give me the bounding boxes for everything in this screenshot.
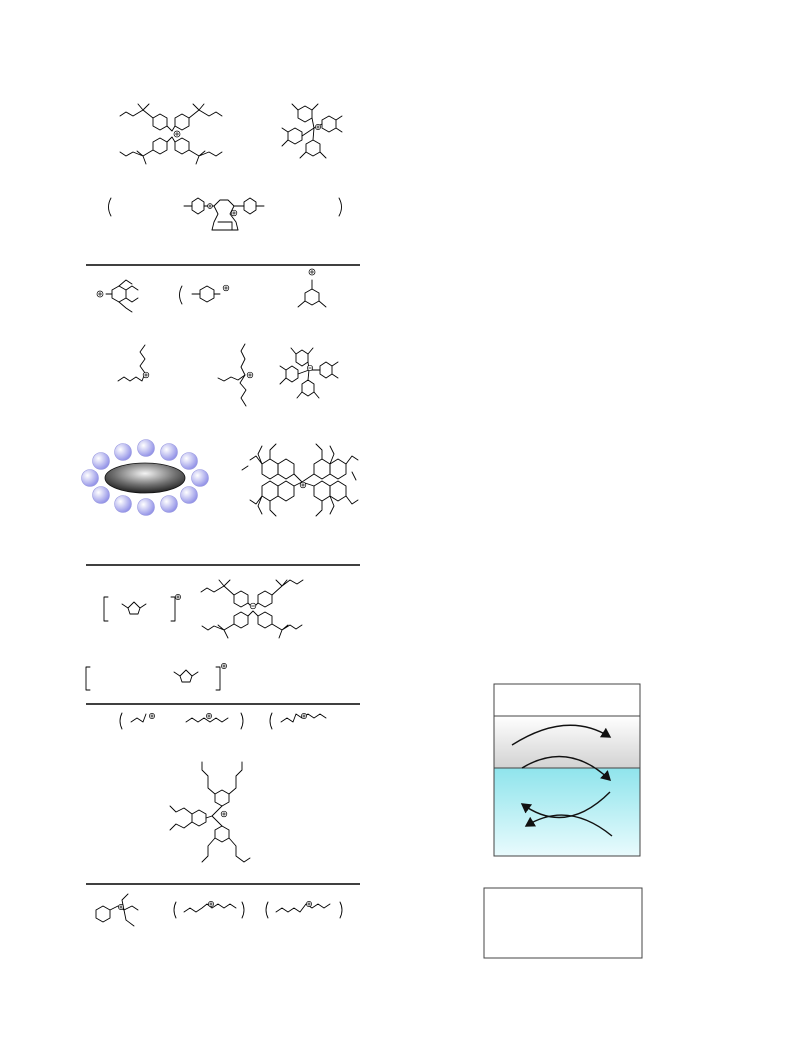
solvated-ion-pair-illustration [81,439,209,516]
triarylphosphonium-cation [169,761,251,863]
positive-charge-icon [173,130,181,138]
long-chain-ammonium-cations [173,901,343,919]
left-parenthesis [119,712,123,730]
phase-transfer-schematic [493,683,641,857]
right-parenthesis [338,197,342,217]
positive-charge-icon [142,371,150,379]
positive-charge-icon [175,594,181,600]
positive-charge-icon [230,209,238,217]
benzyl-ammonium-cation [95,893,139,927]
cycle-arrow [520,791,611,819]
negative-charge-icon [306,364,314,372]
positive-charge-icon [246,371,254,379]
solvent-sphere [137,439,155,457]
positive-charge-icon [206,713,212,719]
left-parenthesis [179,285,183,305]
positive-charge-icon [118,904,124,910]
binaphthyl-ammonium-cation [241,443,359,517]
trialkylammonium-cation [117,344,146,382]
positive-charge-icon [207,203,213,209]
positive-charge-icon [306,901,312,907]
positive-charge-icon [308,268,316,276]
tetraarylborate-anion [200,579,304,639]
tetramesitylphosphonium-cation [281,103,343,159]
solvent-sphere [92,452,110,470]
negative-charge-icon [249,602,257,610]
mesityl-cation [297,279,327,308]
positive-charge-icon [96,290,104,298]
cycle-arrow [521,755,612,781]
positive-charge-icon [315,124,321,130]
solvent-sphere [160,443,178,461]
right-parenthesis [240,712,244,730]
cycle-arrow [511,724,612,746]
right-parenthesis [241,901,245,919]
solvent-sphere [114,495,132,513]
solvent-sphere [180,452,198,470]
ion-core [104,462,186,494]
left-parenthesis [265,901,269,919]
left-bracket [85,666,91,691]
tetramesitylborate-anion [279,347,339,399]
positive-charge-icon [149,713,155,719]
solvent-sphere [137,498,155,516]
solvent-sphere [160,495,178,513]
right-parenthesis [339,901,343,919]
left-parenthesis [173,901,177,919]
left-parenthesis [269,712,273,730]
solvent-sphere [92,486,110,504]
solvent-sphere [191,469,209,487]
positive-charge-icon [222,284,230,292]
left-parenthesis [108,197,112,217]
tetraarylphosphonium-cation [119,103,223,165]
schematic-top-box [493,683,641,717]
bridged-bipyridinium-cation [108,197,342,231]
right-bracket [215,666,221,691]
right-bracket [170,596,176,622]
solvent-sphere [114,443,132,461]
empty-caption-box [483,887,643,959]
solvent-sphere [81,469,99,487]
solvent-sphere [180,486,198,504]
dialkylbenzyl-cation [105,279,139,313]
tolyl-cation [179,285,221,305]
positive-charge-icon [221,663,227,669]
left-bracket [103,596,109,622]
positive-charge-icon [208,901,214,907]
imidazolium-cation-bracketed [103,596,176,622]
imidazolium-cation-bracketed-2 [85,666,221,691]
cycle-arrow [524,814,613,837]
positive-charge-icon [299,481,307,489]
tetraalkylammonium-cation [217,343,247,407]
positive-charge-icon [220,810,228,818]
positive-charge-icon [301,713,307,719]
aqueous-phase [493,767,641,857]
